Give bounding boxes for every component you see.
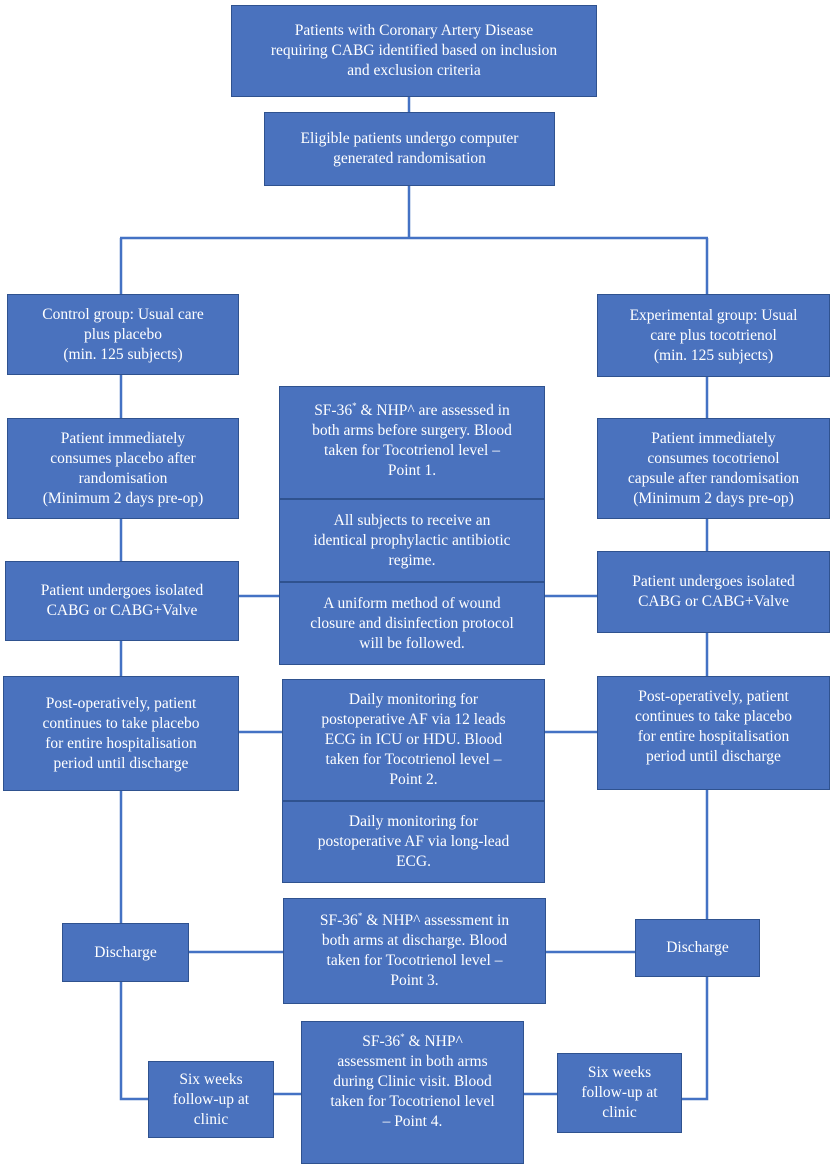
control-group-text: Control group: Usual care plus placebo (… [42, 305, 204, 363]
experimental-consume-text: Patient immediately consumes tocotrienol… [627, 429, 800, 507]
footnote-asterisk: * [357, 911, 363, 921]
identification-box: Patients with Coronary Artery Disease re… [231, 5, 597, 97]
experimental-group-box: Experimental group: Usual care plus toco… [597, 294, 830, 377]
monitoring-icu-text: Daily monitoring for postoperative AF vi… [321, 691, 506, 788]
experimental-postop-text: Post-operatively, patient continues to t… [634, 688, 793, 765]
footnote-asterisk: * [400, 1032, 405, 1042]
connector-experimental-discharge-followup [682, 977, 709, 1101]
wound-closure-text: A uniform method of wound closure and di… [310, 594, 514, 652]
control-postop-text: Post-operatively, patient continues to t… [42, 694, 200, 772]
experimental-consume-box: Patient immediately consumes tocotrienol… [597, 418, 830, 519]
assessment-point4-box: SF-36* & NHP^ assessment in both arms du… [301, 1021, 524, 1164]
control-consume-text: Patient immediately consumes placebo aft… [42, 429, 204, 507]
experimental-discharge-text: Discharge [666, 939, 729, 956]
experimental-followup-text: Six weeks follow-up at clinic [581, 1064, 658, 1121]
monitoring-icu-box: Daily monitoring for postoperative AF vi… [282, 679, 545, 801]
control-surgery-box: Patient undergoes isolated CABG or CABG+… [5, 561, 239, 641]
control-group-box: Control group: Usual care plus placebo (… [7, 294, 239, 375]
footnote-asterisk: * [352, 401, 357, 411]
randomisation-text: Eligible patients undergo computer gener… [300, 130, 519, 167]
experimental-postop-box: Post-operatively, patient continues to t… [597, 676, 830, 790]
connector-control-discharge-followup [119, 982, 148, 1101]
experimental-surgery-box: Patient undergoes isolated CABG or CABG+… [597, 551, 830, 633]
control-surgery-text: Patient undergoes isolated CABG or CABG+… [40, 582, 204, 619]
experimental-followup-box: Six weeks follow-up at clinic [557, 1053, 682, 1133]
monitoring-longlead-text: Daily monitoring for postoperative AF vi… [317, 813, 510, 870]
control-followup-text: Six weeks follow-up at clinic [172, 1070, 250, 1128]
assessment-point3-box: SF-36* & NHP^ assessment in both arms at… [283, 898, 546, 1004]
control-postop-box: Post-operatively, patient continues to t… [3, 676, 239, 791]
assessment-point1-box: SF-36* & NHP^ are assessed in both arms … [279, 386, 545, 499]
assessment-point1-text: SF-36* & NHP^ are assessed in both arms … [312, 401, 512, 480]
wound-closure-box: A uniform method of wound closure and di… [279, 582, 545, 665]
experimental-surgery-text: Patient undergoes isolated CABG or CABG+… [632, 573, 795, 610]
antibiotic-text: All subjects to receive an identical pro… [313, 511, 511, 569]
identification-text: Patients with Coronary Artery Disease re… [270, 22, 558, 79]
monitoring-longlead-box: Daily monitoring for postoperative AF vi… [282, 801, 545, 883]
assessment-point3-text: SF-36* & NHP^ assessment in both arms at… [319, 911, 510, 990]
control-discharge-box: Discharge [62, 923, 189, 982]
experimental-group-text: Experimental group: Usual care plus toco… [629, 306, 798, 364]
randomisation-box: Eligible patients undergo computer gener… [264, 112, 555, 186]
assessment-point4-text: SF-36* & NHP^ assessment in both arms du… [330, 1032, 495, 1131]
control-discharge-text: Discharge [94, 943, 157, 961]
control-consume-box: Patient immediately consumes placebo aft… [7, 418, 239, 519]
antibiotic-box: All subjects to receive an identical pro… [279, 499, 545, 582]
experimental-discharge-box: Discharge [635, 919, 760, 977]
control-followup-box: Six weeks follow-up at clinic [148, 1061, 274, 1138]
